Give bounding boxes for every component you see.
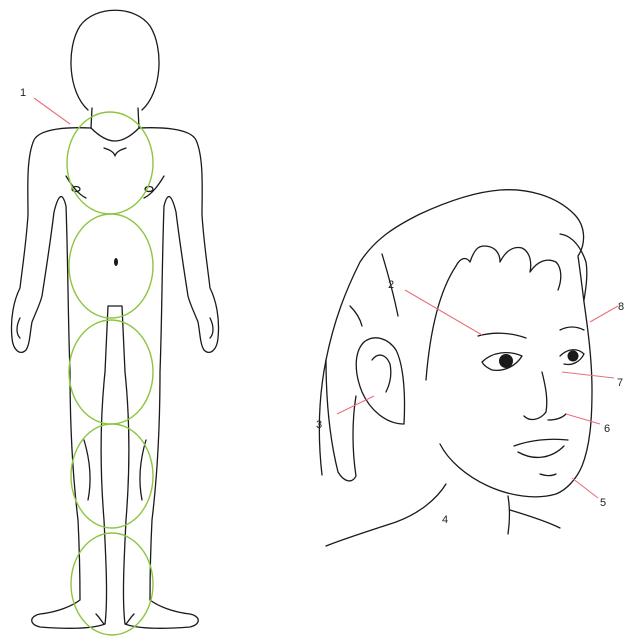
face-nostril [548,414,566,420]
face-neck-front [508,496,510,534]
label-8: 8 [618,301,624,313]
label-2: 2 [388,279,394,291]
face-back-hair [326,360,356,481]
face-neck [326,484,446,546]
body-navel [114,258,118,266]
leader-2 [405,290,482,335]
body-neck [91,108,139,128]
face-mouth-lower [518,446,564,457]
body-left-thumb [17,318,20,338]
label-7: 7 [617,377,623,389]
ring-abdomen [69,214,153,318]
leader-6 [566,414,600,424]
leader-8 [590,306,618,322]
label-4: 4 [442,514,448,526]
face-collar-right [510,510,560,528]
face-hair-strand-1 [426,266,456,380]
face-ear-inner [372,355,391,392]
body-collar [91,128,139,141]
body-right-thumb [210,318,213,338]
face-pupil-right [568,351,579,362]
face-hair-outline [319,190,584,475]
face-chin-crease [540,474,556,476]
face-eyebrow-right [560,327,584,330]
ring-thigh [71,424,153,528]
face-nose [524,372,547,419]
label-1: 1 [20,87,26,99]
label-6: 6 [604,423,610,435]
body-outline [11,128,218,629]
body-right-knee [140,440,146,500]
face-eyebrow-left [478,333,526,338]
body-clavicle [104,148,126,156]
leader-5 [572,478,598,498]
face-hair-bangs [456,246,561,290]
ring-chest [67,112,153,214]
face-hair-strand-3 [350,306,362,326]
face-contour [440,302,592,497]
leader-7 [562,372,614,378]
label-5: 5 [600,497,606,509]
body-figure [11,10,218,628]
ring-lower-leg [71,533,153,635]
leader-1 [34,98,70,124]
body-head [71,10,159,110]
label-3: 3 [316,419,322,431]
face-pupil-left [499,354,513,368]
face-mouth-upper [514,439,568,446]
face-ear [356,338,404,424]
ring-pelvis [69,320,153,424]
body-left-knee [84,440,90,500]
leader-lines [34,98,618,498]
face-figure [319,190,592,546]
body-left-foot [96,614,104,624]
body-right-foot [126,614,134,624]
